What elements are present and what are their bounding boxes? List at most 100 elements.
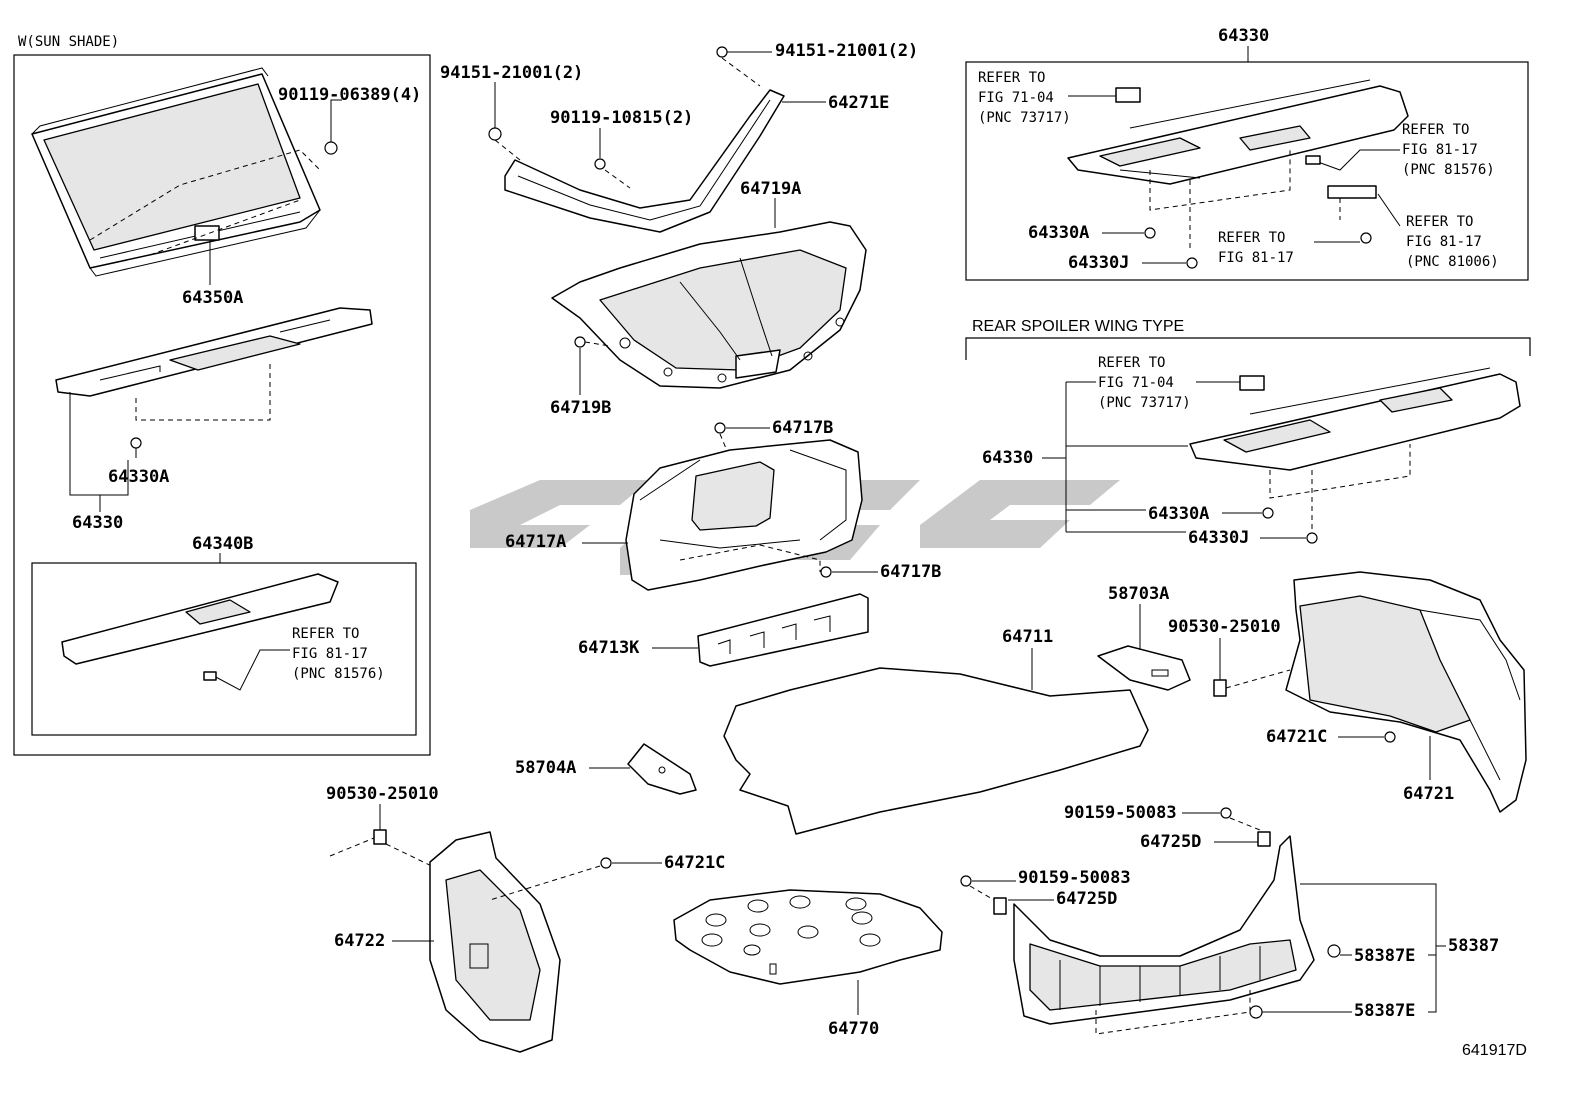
part-deck-board[interactable] <box>673 889 943 985</box>
label-64719A: 64719A <box>740 179 801 199</box>
clip-icon <box>1186 257 1198 269</box>
label-90159-50083-a: 90159-50083 <box>1064 803 1177 823</box>
bolt-icon <box>594 158 606 170</box>
label-90530-25010-right: 90530-25010 <box>1168 617 1281 637</box>
part-luggage-side-trim-rh[interactable] <box>1285 571 1527 813</box>
label-64711: 64711 <box>1002 627 1053 647</box>
clip-icon <box>714 422 726 434</box>
label-64719B: 64719B <box>550 398 611 418</box>
clip-icon <box>1360 232 1372 244</box>
part-mat-piece-58703A[interactable] <box>1097 645 1191 691</box>
label-64350A: 64350A <box>182 288 243 308</box>
label-58703A: 58703A <box>1108 584 1169 604</box>
sub-box-64340B <box>31 562 417 736</box>
ref-fig8117-c-line2: FIG 81-17 <box>1218 250 1294 266</box>
ref-fig7104-a-line1: REFER TO <box>978 70 1045 86</box>
section-spoiler-title: REAR SPOILER WING TYPE <box>972 318 1184 335</box>
part-ref-81006 <box>1327 185 1377 199</box>
part-mat-piece-58704A[interactable] <box>627 743 697 795</box>
ref-fig8117-c-line1: REFER TO <box>1218 230 1285 246</box>
drawing-id: 641917D <box>1462 1042 1527 1059</box>
ref-fig7104-b-line2: FIG 71-04 <box>1098 375 1174 391</box>
label-90119-10815: 90119-10815(2) <box>550 108 693 128</box>
clip-icon <box>1327 944 1341 958</box>
label-64330J-top: 64330J <box>1068 253 1129 273</box>
bolt-icon <box>960 875 972 887</box>
sun-shade-section-box <box>13 54 431 756</box>
clip-icon <box>1306 532 1318 544</box>
label-64330A-left: 64330A <box>108 467 169 487</box>
ref-fig8117-d-line1: REFER TO <box>292 626 359 642</box>
label-64330-top: 64330 <box>1218 26 1269 46</box>
label-64770: 64770 <box>828 1019 879 1039</box>
label-58704A: 58704A <box>515 758 576 778</box>
label-58387E-b: 58387E <box>1354 1001 1415 1021</box>
ref-fig7104-a-line2: FIG 71-04 <box>978 90 1054 106</box>
label-64330A-spoiler: 64330A <box>1148 504 1209 524</box>
clip-icon <box>1249 1005 1263 1019</box>
clip-icon <box>130 437 142 458</box>
ref-fig8117-a-line3: (PNC 81576) <box>1402 162 1495 178</box>
label-64340B: 64340B <box>192 534 253 554</box>
clip-icon <box>600 857 612 869</box>
part-luggage-lid-inner-trim[interactable] <box>625 439 863 591</box>
part-luggage-compartment-mat[interactable] <box>723 667 1149 835</box>
part-rear-panel-trim[interactable] <box>697 593 869 667</box>
part-package-tray-top[interactable] <box>1067 79 1409 185</box>
label-64721C-left: 64721C <box>664 853 725 873</box>
label-64725D-a: 64725D <box>1140 832 1201 852</box>
label-90159-50083-b: 90159-50083 <box>1018 868 1131 888</box>
label-64722: 64722 <box>334 931 385 951</box>
bolt-icon <box>1220 807 1232 819</box>
label-94151-21001-right: 94151-21001(2) <box>775 41 918 61</box>
part-package-tray-64340B[interactable] <box>61 573 339 665</box>
ref-fig8117-b-line1: REFER TO <box>1406 214 1473 230</box>
part-package-tray-left[interactable] <box>55 307 373 397</box>
bolt-icon <box>324 141 338 155</box>
ref-fig8117-b-line3: (PNC 81006) <box>1406 254 1499 270</box>
ref-fig7104-b-line1: REFER TO <box>1098 355 1165 371</box>
label-64717B-bottom: 64717B <box>880 562 941 582</box>
label-64721: 64721 <box>1403 784 1454 804</box>
part-ref-73717-b <box>1239 375 1265 391</box>
section-box-64330-top <box>965 61 1529 281</box>
part-package-tray-spoiler[interactable] <box>1189 367 1521 471</box>
label-64330A-top: 64330A <box>1028 223 1089 243</box>
label-64717A: 64717A <box>505 532 566 552</box>
part-luggage-lid-trim[interactable] <box>551 221 867 389</box>
label-64725D-b: 64725D <box>1056 889 1117 909</box>
clip-icon <box>820 566 832 578</box>
clip-icon <box>993 897 1007 915</box>
label-64717B-top: 64717B <box>772 418 833 438</box>
ref-fig8117-a-line2: FIG 81-17 <box>1402 142 1478 158</box>
section-spoiler-bracket <box>965 337 1531 360</box>
label-58387: 58387 <box>1448 936 1499 956</box>
label-64330-spoiler: 64330 <box>982 448 1033 468</box>
label-90119-06389: 90119-06389(4) <box>278 85 421 105</box>
label-64271E: 64271E <box>828 93 889 113</box>
clip-icon <box>373 829 387 845</box>
label-64721C-right: 64721C <box>1266 727 1327 747</box>
clip-icon <box>1384 731 1396 743</box>
nut-icon <box>716 46 728 58</box>
label-58387E-a: 58387E <box>1354 946 1415 966</box>
ref-fig7104-b-line3: (PNC 73717) <box>1098 395 1191 411</box>
label-94151-21001-left: 94151-21001(2) <box>440 63 583 83</box>
ref-fig8117-b-line2: FIG 81-17 <box>1406 234 1482 250</box>
clip-icon <box>574 336 586 348</box>
label-90530-25010-left: 90530-25010 <box>326 784 439 804</box>
clip-icon <box>1144 227 1156 239</box>
part-sun-shade-assembly[interactable] <box>31 67 321 277</box>
part-luggage-weatherstrip[interactable] <box>504 89 785 233</box>
ref-fig8117-d-line3: (PNC 81576) <box>292 666 385 682</box>
clip-icon <box>1257 831 1271 847</box>
ref-fig8117-d-line2: FIG 81-17 <box>292 646 368 662</box>
label-64330-left: 64330 <box>72 513 123 533</box>
clip-icon <box>1262 507 1274 519</box>
part-luggage-rear-trim[interactable] <box>1013 835 1315 1025</box>
part-ref-73717-a <box>1115 87 1141 103</box>
part-luggage-side-trim-lh[interactable] <box>429 831 561 1053</box>
clip-icon <box>1213 679 1227 697</box>
label-64330J-spoiler: 64330J <box>1188 528 1249 548</box>
